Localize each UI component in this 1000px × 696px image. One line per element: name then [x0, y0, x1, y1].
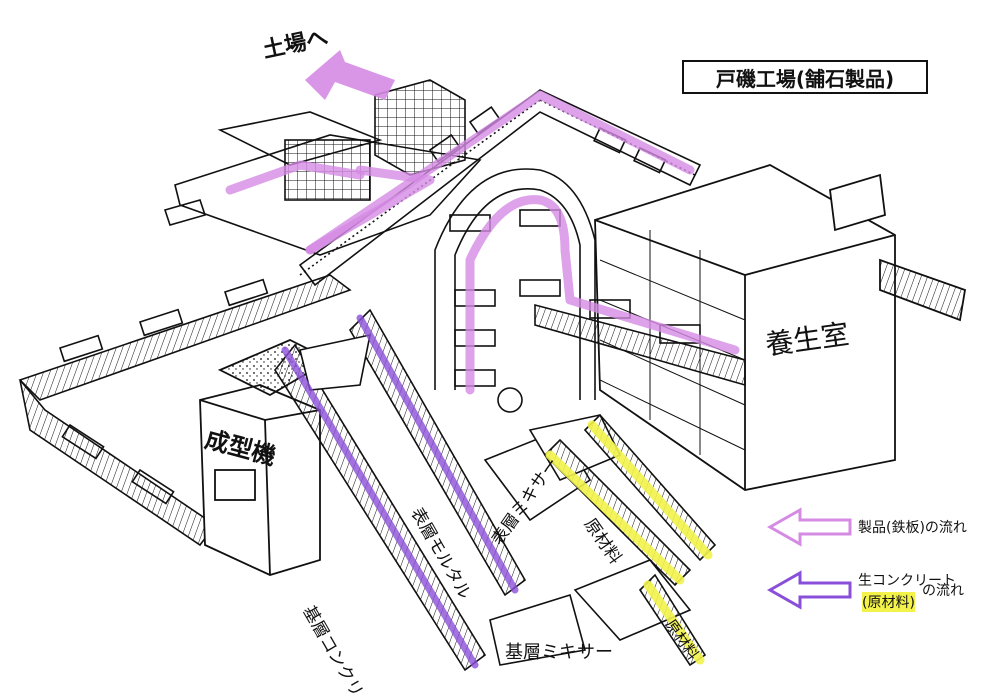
page-title: 戸磯工場(舗石製品) [682, 60, 928, 94]
raw-material-flow [545, 420, 713, 665]
elevator-tower [434, 168, 596, 413]
left-conveyor [18, 274, 352, 547]
legend-concrete-suffix: の流れ [922, 583, 964, 599]
legend-arrows [766, 507, 852, 610]
to-field-arrow [305, 50, 395, 100]
legend-product-label: 製品(鉄板)の流れ [858, 520, 967, 536]
concrete-flow [281, 314, 519, 669]
legend-concrete-label: 生コンクリート [858, 573, 956, 589]
curing-room [594, 164, 967, 491]
product-flow [225, 90, 740, 395]
legend-concrete-sublabel: (原材料) [862, 592, 915, 612]
label-base-mixer: 基層ミキサー [505, 642, 613, 663]
legend-concrete-arrow [766, 570, 852, 610]
legend-product-arrow [766, 507, 852, 547]
